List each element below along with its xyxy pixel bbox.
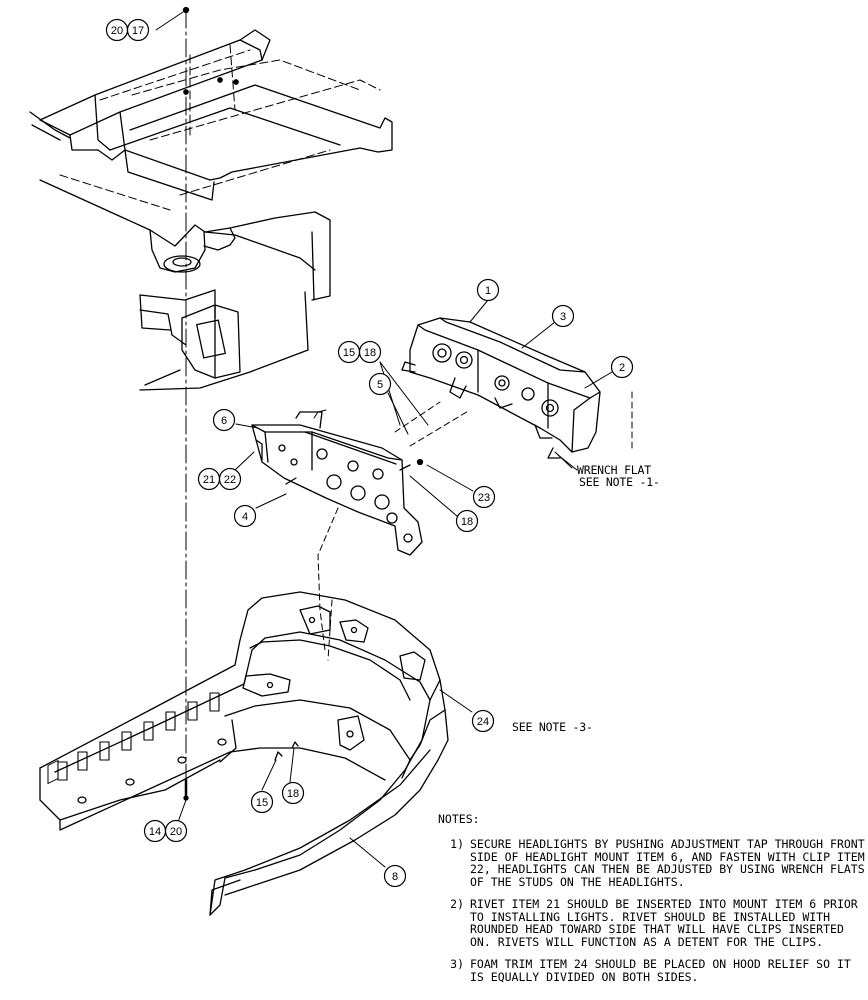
note-text: RIVET ITEM 21 SHOULD BE INSERTED INTO MO… [470,897,858,949]
notes-section: NOTES: 1) SECURE HEADLIGHTS BY PUSHING A… [438,812,866,993]
note-text: SECURE HEADLIGHTS BY PUSHING ADJUSTMENT … [470,837,865,889]
callout-circles [105,18,634,888]
note-item: 3) FOAM TRIM ITEM 24 SHOULD BE PLACED ON… [438,958,866,983]
callout-18-bracket: 18 [461,516,473,528]
headlight-mount-bracket [251,409,424,661]
callout-2: 2 [619,362,625,374]
note-text: FOAM TRIM ITEM 24 SHOULD BE PLACED ON HO… [470,957,851,984]
callout-15-hood: 15 [256,797,268,809]
callout-17: 17 [132,25,144,37]
callout-18-hood: 18 [287,788,299,800]
callout-20: 20 [111,25,123,37]
callout-4: 4 [242,511,248,523]
callout-1: 1 [485,285,491,297]
callout-3: 3 [560,311,566,323]
leader-lines [155,11,613,868]
callout-6: 6 [221,415,227,427]
callout-20-hood: 20 [170,826,182,838]
note-number: 1) [450,837,464,851]
callout-14: 14 [149,826,161,838]
callout-8: 8 [392,871,398,883]
note-number: 3) [450,957,464,971]
callout-24: 24 [477,716,489,728]
callout-5: 5 [377,379,383,391]
callout-23: 23 [478,492,490,504]
see-note-1-label: SEE NOTE -1- [579,475,660,489]
note-item: 1) SECURE HEADLIGHTS BY PUSHING ADJUSTME… [438,838,866,888]
callout-18: 18 [364,347,376,359]
note-item: 2) RIVET ITEM 21 SHOULD BE INSERTED INTO… [438,898,866,948]
notes-header: NOTES: [438,812,480,826]
callout-22: 22 [224,474,236,486]
hood [39,591,449,916]
callout-15: 15 [343,347,355,359]
headlight-assembly [394,317,633,469]
tractor-frame [29,6,393,391]
wrench-flat-label: WRENCH FLAT [577,463,651,477]
callout-21: 21 [203,474,215,486]
see-note-3-label: SEE NOTE -3- [512,720,593,734]
note-number: 2) [450,897,464,911]
